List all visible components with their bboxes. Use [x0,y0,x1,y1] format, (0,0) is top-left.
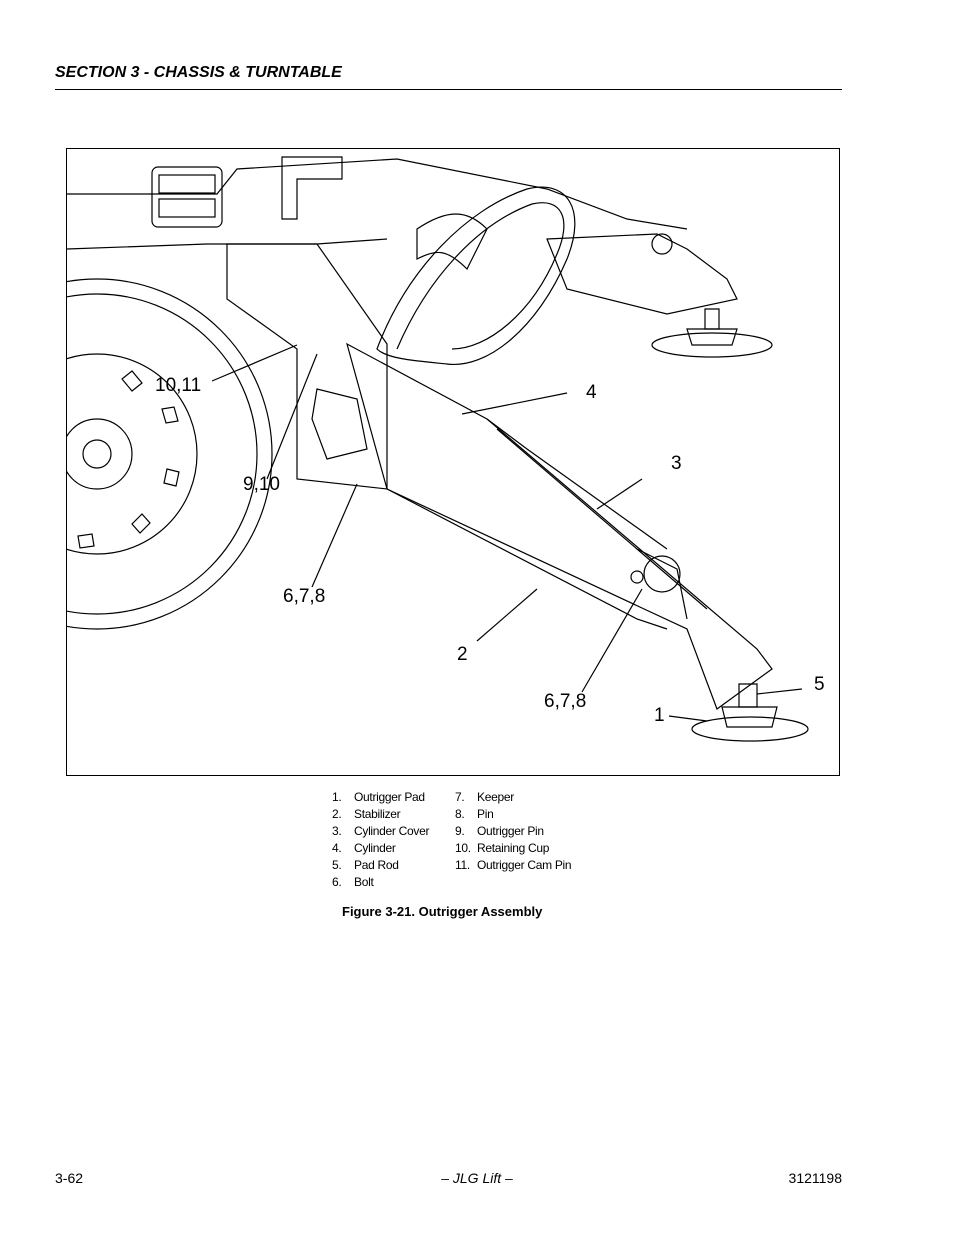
callout-6-7-8-upper: 6,7,8 [283,586,326,607]
legend-left-column: 1.Outrigger Pad 2.Stabilizer 3.Cylinder … [332,789,429,891]
legend-item: 10.Retaining Cup [455,841,550,855]
callout-6-7-8-lower: 6,7,8 [544,691,587,712]
outrigger-illustration: 10,11 9,10 6,7,8 4 3 2 6,7,8 5 1 [66,148,840,776]
legend-item: 8.Pin [455,807,494,821]
legend-right-column: 7.Keeper 8.Pin 9.Outrigger Pin 10.Retain… [455,789,572,874]
callout-10-11: 10,11 [155,375,202,396]
legend-item: 11.Outrigger Cam Pin [455,858,572,872]
legend-item: 1.Outrigger Pad [332,790,425,804]
footer-brand: – JLG Lift – [441,1170,513,1186]
legend-item: 7.Keeper [455,790,514,804]
legend-item: 3.Cylinder Cover [332,824,430,838]
callout-5: 5 [814,674,825,695]
callout-4: 4 [586,382,597,403]
header-rule [55,89,842,90]
section-header: SECTION 3 - CHASSIS & TURNTABLE [55,64,342,81]
callout-1: 1 [654,705,665,726]
document-number: 3121198 [788,1170,842,1186]
callout-2: 2 [457,644,468,665]
figure-caption: Figure 3-21. Outrigger Assembly [342,904,543,919]
legend-item: 2.Stabilizer [332,807,401,821]
legend-item: 4.Cylinder [332,841,396,855]
page-number: 3-62 [55,1170,84,1186]
outrigger-drawing [67,156,809,742]
callout-9-10: 9,10 [243,474,280,495]
legend-item: 6.Bolt [332,875,374,889]
legend-item: 9.Outrigger Pin [455,824,544,838]
callout-3: 3 [671,453,682,474]
legend-item: 5.Pad Rod [332,858,399,872]
